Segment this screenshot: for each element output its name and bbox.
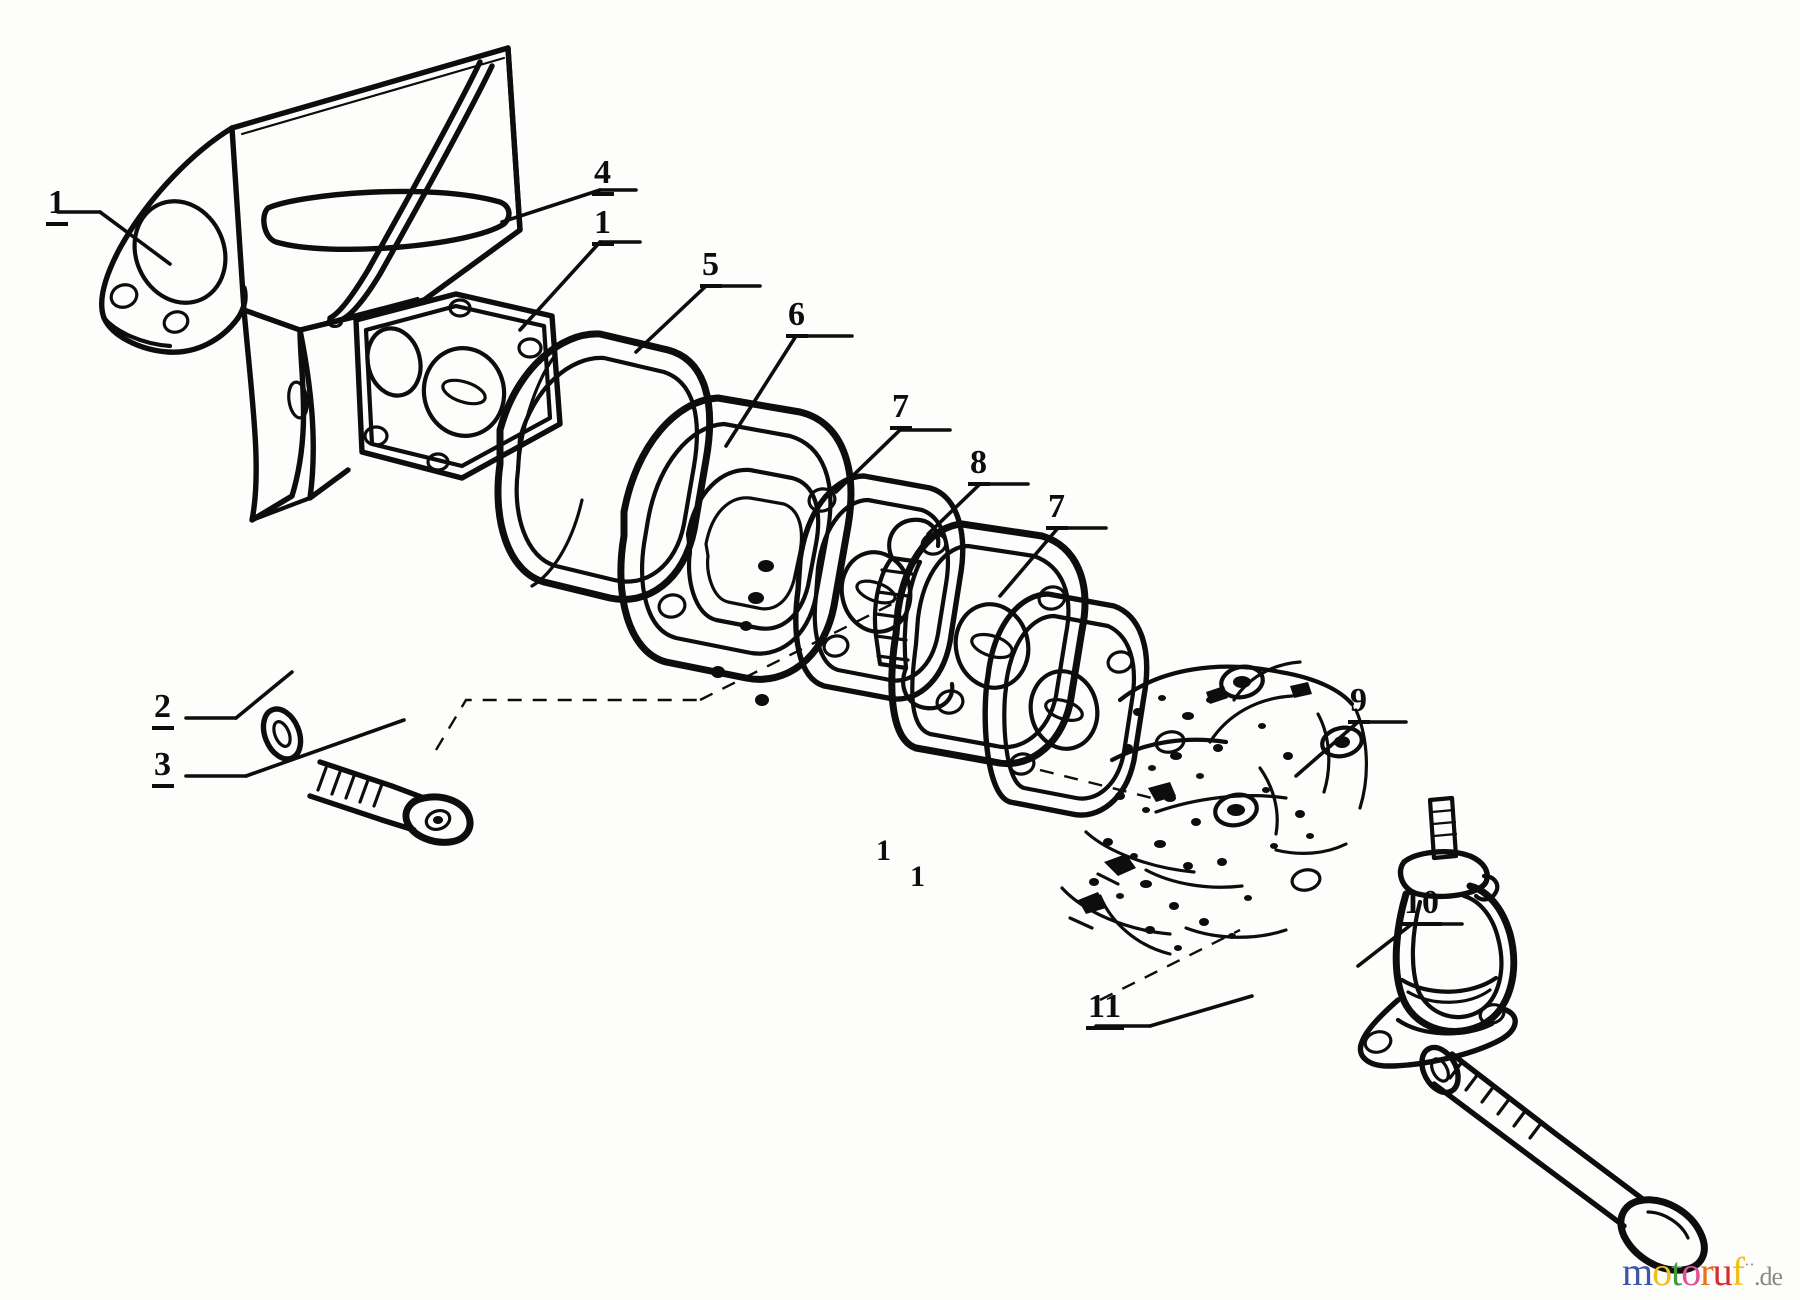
- callout-6: 6: [786, 298, 808, 338]
- callout-7-upper: 7: [890, 390, 912, 430]
- callout-10: 10: [1402, 886, 1442, 926]
- casting-texture: [1089, 695, 1314, 951]
- logo-tld: .de: [1753, 1262, 1783, 1291]
- callout-5: 5: [700, 248, 722, 288]
- logo-letter-o1: o: [1652, 1249, 1672, 1294]
- logo-tick-icon: ··: [1743, 1254, 1755, 1275]
- part-screw: [307, 759, 474, 846]
- part-fuel-pump-primer-bulb: [1357, 795, 1518, 1069]
- part-washer: [260, 706, 304, 762]
- part-long-mounting-bolt: [1419, 1044, 1708, 1274]
- part-engine-crankcase: [1060, 660, 1368, 956]
- engine-bolt-bosses: [1154, 664, 1364, 892]
- part-carburetor-body: [872, 517, 1089, 767]
- part-carburetor-gasket: [353, 291, 563, 481]
- motoruf-watermark: motoruf··.de: [1622, 1249, 1783, 1294]
- part-filter-housing-base: [617, 394, 855, 706]
- logo-letter-f: f: [1731, 1249, 1745, 1294]
- callout-1-engine-b: 1: [910, 860, 926, 893]
- callout-1-upper: 1: [592, 206, 614, 246]
- callout-1-left: 1: [46, 186, 68, 226]
- callout-9: 9: [1348, 684, 1370, 724]
- callout-1-engine-a: 1: [876, 834, 892, 867]
- callout-8: 8: [968, 446, 990, 486]
- callout-11: 11: [1086, 990, 1125, 1030]
- callout-2: 2: [152, 690, 174, 730]
- logo-letter-m: m: [1622, 1249, 1653, 1294]
- callout-7-lower: 7: [1046, 490, 1068, 530]
- part-mounting-bracket: [99, 45, 523, 523]
- logo-letter-u: u: [1712, 1249, 1733, 1294]
- logo-letter-o2: o: [1681, 1249, 1701, 1294]
- callout-4: 4: [592, 156, 614, 196]
- part-air-filter-element: [494, 330, 714, 603]
- logo-letter-r: r: [1700, 1249, 1713, 1294]
- callout-3: 3: [152, 748, 174, 788]
- logo-letter-t: t: [1671, 1249, 1682, 1294]
